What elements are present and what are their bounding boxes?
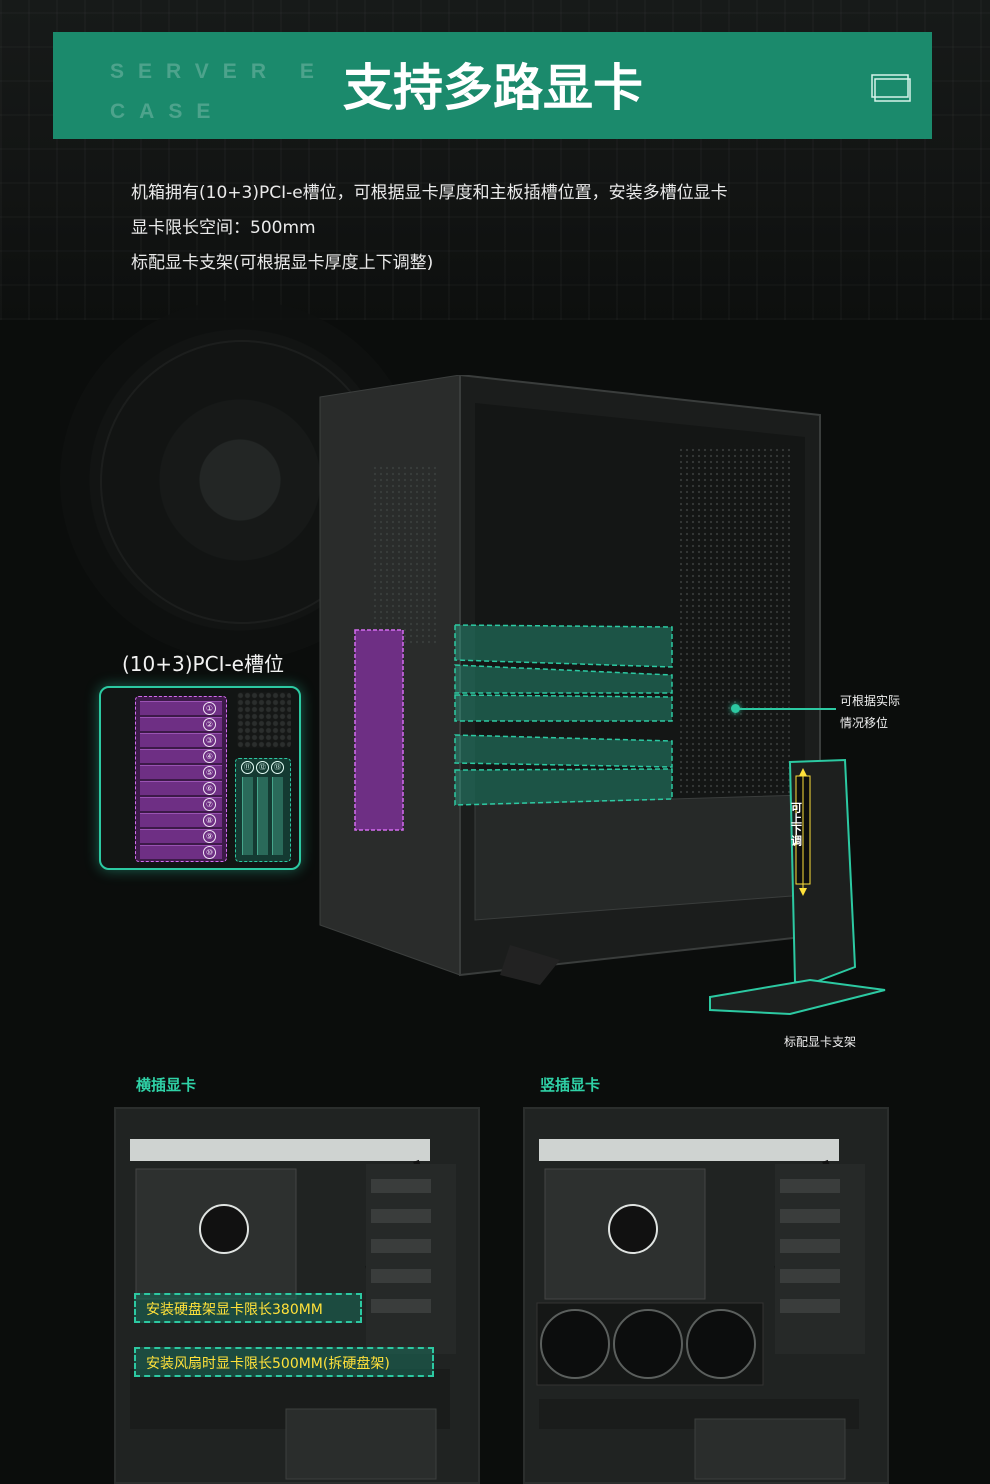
slot-row: ⑩ <box>140 845 222 859</box>
slot-number: ⑧ <box>203 814 216 827</box>
slot-row: ⑥ <box>140 781 222 795</box>
slot-row: ⑨ <box>140 829 222 843</box>
case-illustration <box>319 375 821 985</box>
horizontal-install-panel: 安装硬盘架显卡限长380MM 安装风扇时显卡限长500MM(拆硬盘架) <box>114 1107 480 1484</box>
banner-ghost-line2: CASE <box>110 100 225 123</box>
slot-row: ⑧ <box>140 813 222 827</box>
slot-number: ⑫ <box>256 761 269 774</box>
vertical-case-interior <box>525 1109 887 1482</box>
slot-number: ⑪ <box>241 761 254 774</box>
horizontal-slot-group: ① ② ③ ④ ⑤ ⑥ ⑦ ⑧ ⑨ ⑩ <box>135 696 227 862</box>
banner-ghost-line1: SERVER E <box>110 60 328 83</box>
vertical-slot <box>272 777 283 855</box>
vertical-slot <box>242 777 253 855</box>
slot-row: ② <box>140 717 222 731</box>
slot-number: ⑩ <box>203 846 216 859</box>
limit-500-label: 安装风扇时显卡限长500MM(拆硬盘架) <box>134 1347 434 1377</box>
annotation-line-2: 情况移位 <box>840 716 889 730</box>
description-line-1: 机箱拥有(10+3)PCI-e槽位，可根据显卡厚度和主板插槽位置，安装多槽位显卡 <box>131 183 728 203</box>
slot-count-label: (10+3)PCI-e槽位 <box>122 652 284 676</box>
horizontal-gpu-title: 横插显卡 <box>136 1076 197 1094</box>
slot-detail-panel: ① ② ③ ④ ⑤ ⑥ ⑦ ⑧ ⑨ ⑩ ⑪ ⑫ ⑬ <box>99 686 301 870</box>
vertical-install-panel <box>523 1107 889 1484</box>
limit-380-label: 安装硬盘架显卡限长380MM <box>134 1293 362 1323</box>
window-icon <box>871 74 911 102</box>
slot-row: ⑦ <box>140 797 222 811</box>
annotation-dot <box>731 704 740 713</box>
bracket-adjust-text: 可上下调 <box>790 802 803 847</box>
slot-number: ⑨ <box>203 830 216 843</box>
gpu-bracket-illustration: 可上下调 <box>709 758 886 1016</box>
description-line-3: 标配显卡支架(可根据显卡厚度上下调整) <box>131 253 434 273</box>
vertical-gpu-title: 竖插显卡 <box>540 1076 601 1094</box>
slot-number: ③ <box>203 734 216 747</box>
slot-number: ② <box>203 718 216 731</box>
vertical-slot <box>257 777 268 855</box>
vertical-slot-group: ⑪ ⑫ ⑬ <box>235 758 291 862</box>
slot-number: ④ <box>203 750 216 763</box>
annotation-line-1: 可根据实际 <box>840 694 901 708</box>
slot-number: ⑦ <box>203 798 216 811</box>
slot-row: ③ <box>140 733 222 747</box>
slot-row: ① <box>140 701 222 715</box>
slot-number: ⑥ <box>203 782 216 795</box>
title-banner: SERVER E CASE 支持多路显卡 <box>53 32 932 139</box>
slot-row: ⑤ <box>140 765 222 779</box>
description-line-2: 显卡限长空间：500mm <box>131 218 316 238</box>
annotation-line <box>736 708 836 710</box>
slot-row: ④ <box>140 749 222 763</box>
page-title: 支持多路显卡 <box>343 59 643 117</box>
slot-number: ① <box>203 702 216 715</box>
slot-number: ⑤ <box>203 766 216 779</box>
vent-honeycomb <box>237 692 291 748</box>
bracket-caption: 标配显卡支架 <box>784 1035 857 1049</box>
feature-description: 机箱拥有(10+3)PCI-e槽位，可根据显卡厚度和主板插槽位置，安装多槽位显卡… <box>131 176 728 281</box>
adjustable-annotation: 可根据实际 情况移位 <box>840 690 900 734</box>
slot-number: ⑬ <box>271 761 284 774</box>
